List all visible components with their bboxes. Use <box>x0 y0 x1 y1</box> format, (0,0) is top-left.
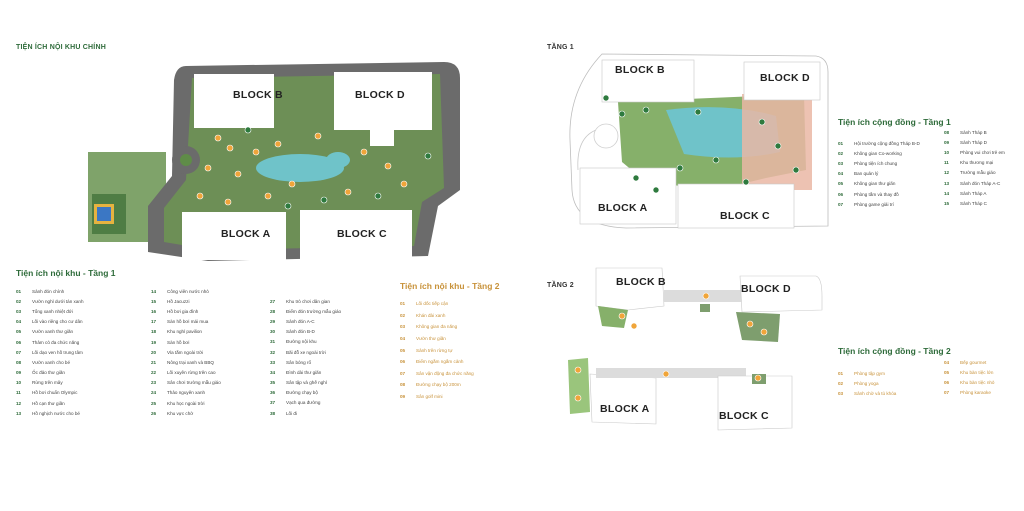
floor1-plan <box>569 53 829 229</box>
legend-community-floor2-heading: Tiện ích cộng đồng - Tầng 2 <box>838 346 951 356</box>
main-plan-title: TIỆN ÍCH NỘI KHU CHÍNH <box>16 44 106 51</box>
floor1-block-b-label: BLOCK B <box>615 64 665 76</box>
legend-internal-floor2-heading: Tiện ích nội khu - Tầng 2 <box>400 281 500 291</box>
main-site-plan <box>88 62 460 261</box>
floor1-block-a-label: BLOCK A <box>598 202 648 214</box>
main-block-d-label: BLOCK D <box>355 89 405 101</box>
floor2-block-a-label: BLOCK A <box>600 403 650 415</box>
floor1-block-c-label: BLOCK C <box>720 210 770 222</box>
floor1-plan-title: TẦNG 1 <box>547 44 574 51</box>
main-block-a-label: BLOCK A <box>221 228 271 240</box>
floor2-block-d-label: BLOCK D <box>741 283 791 295</box>
legend-community-floor1-heading: Tiện ích cộng đồng - Tầng 1 <box>838 117 951 127</box>
main-block-b-label: BLOCK B <box>233 89 283 101</box>
floor2-plan-title: TẦNG 2 <box>547 282 574 289</box>
main-block-c-label: BLOCK C <box>337 228 387 240</box>
floor2-block-b-label: BLOCK B <box>616 276 666 288</box>
legend-internal-floor1-heading: Tiện ích nội khu - Tầng 1 <box>16 268 116 278</box>
floor2-plan <box>568 267 823 431</box>
floor1-block-d-label: BLOCK D <box>760 72 810 84</box>
floor2-block-c-label: BLOCK C <box>719 410 769 422</box>
